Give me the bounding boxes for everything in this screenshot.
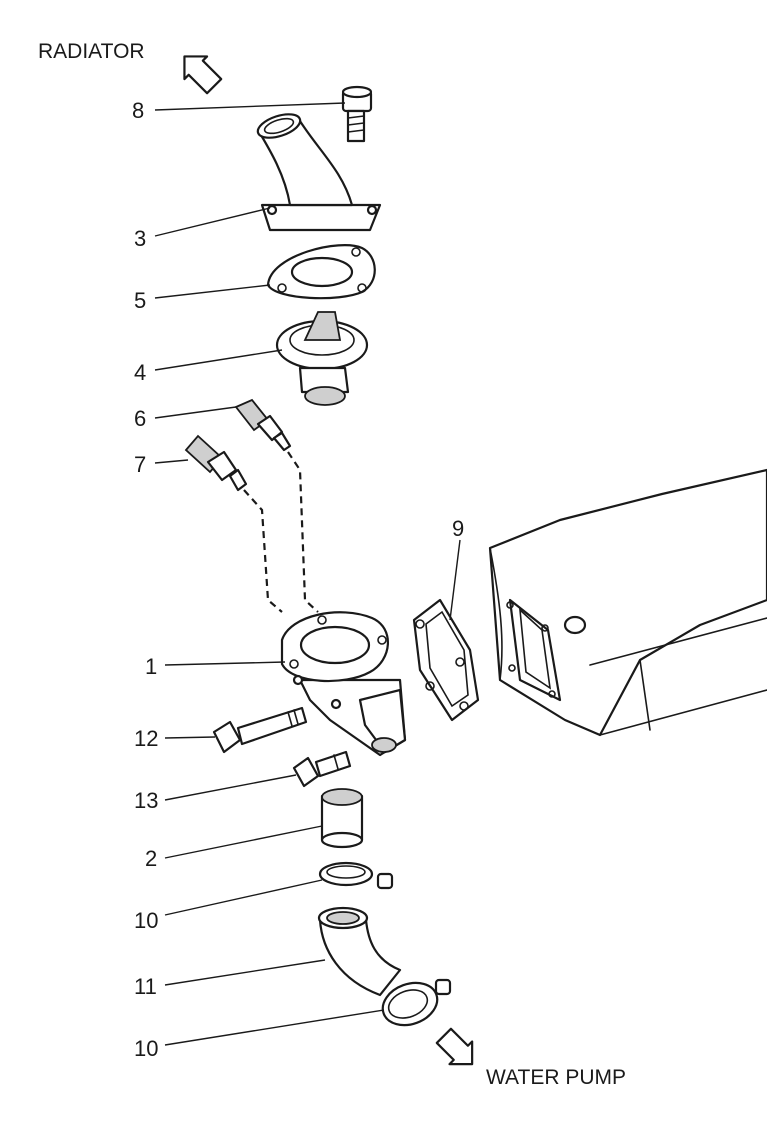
callout-9: 9 <box>452 516 464 541</box>
bolt-part-13 <box>292 750 352 788</box>
bolt-part-8 <box>341 85 373 143</box>
gasket-part-5 <box>266 244 376 300</box>
callout-10-upper: 10 <box>134 908 158 933</box>
alignment-line-part-7 <box>243 489 283 613</box>
thermostat-part-4 <box>275 311 369 406</box>
callout-11: 11 <box>134 974 157 999</box>
callout-10-lower: 10 <box>134 1036 158 1061</box>
pipe-part-2 <box>320 788 364 849</box>
water-pump-label: WATER PUMP <box>486 1066 626 1089</box>
hose-clamp-part-10-lower <box>381 978 452 1027</box>
callout-3: 3 <box>134 226 146 251</box>
radiator-arrow-icon <box>183 55 223 95</box>
callout-8: 8 <box>132 98 144 123</box>
intake-manifold-block <box>488 468 767 737</box>
callout-6: 6 <box>134 406 146 431</box>
callout-7: 7 <box>134 452 146 477</box>
callout-4: 4 <box>134 360 146 385</box>
callout-12: 12 <box>134 726 158 751</box>
water-outlet-elbow-part-3 <box>256 113 382 232</box>
thermostat-housing-part-1 <box>280 611 407 757</box>
bolt-part-12 <box>212 706 308 754</box>
radiator-label: RADIATOR <box>38 40 145 63</box>
alignment-line-part-6 <box>287 451 319 613</box>
callout-5: 5 <box>134 288 146 313</box>
gasket-part-9 <box>412 598 480 722</box>
water-pump-arrow-icon <box>435 1027 474 1066</box>
hose-clamp-part-10-upper <box>318 861 394 890</box>
callout-2: 2 <box>145 846 157 871</box>
leader-lines <box>154 102 461 1046</box>
callout-1: 1 <box>145 654 157 679</box>
elbow-hose-part-11 <box>317 906 402 997</box>
callout-13: 13 <box>134 788 158 813</box>
sensor-part-6 <box>234 398 292 452</box>
sensor-part-7 <box>184 434 248 492</box>
